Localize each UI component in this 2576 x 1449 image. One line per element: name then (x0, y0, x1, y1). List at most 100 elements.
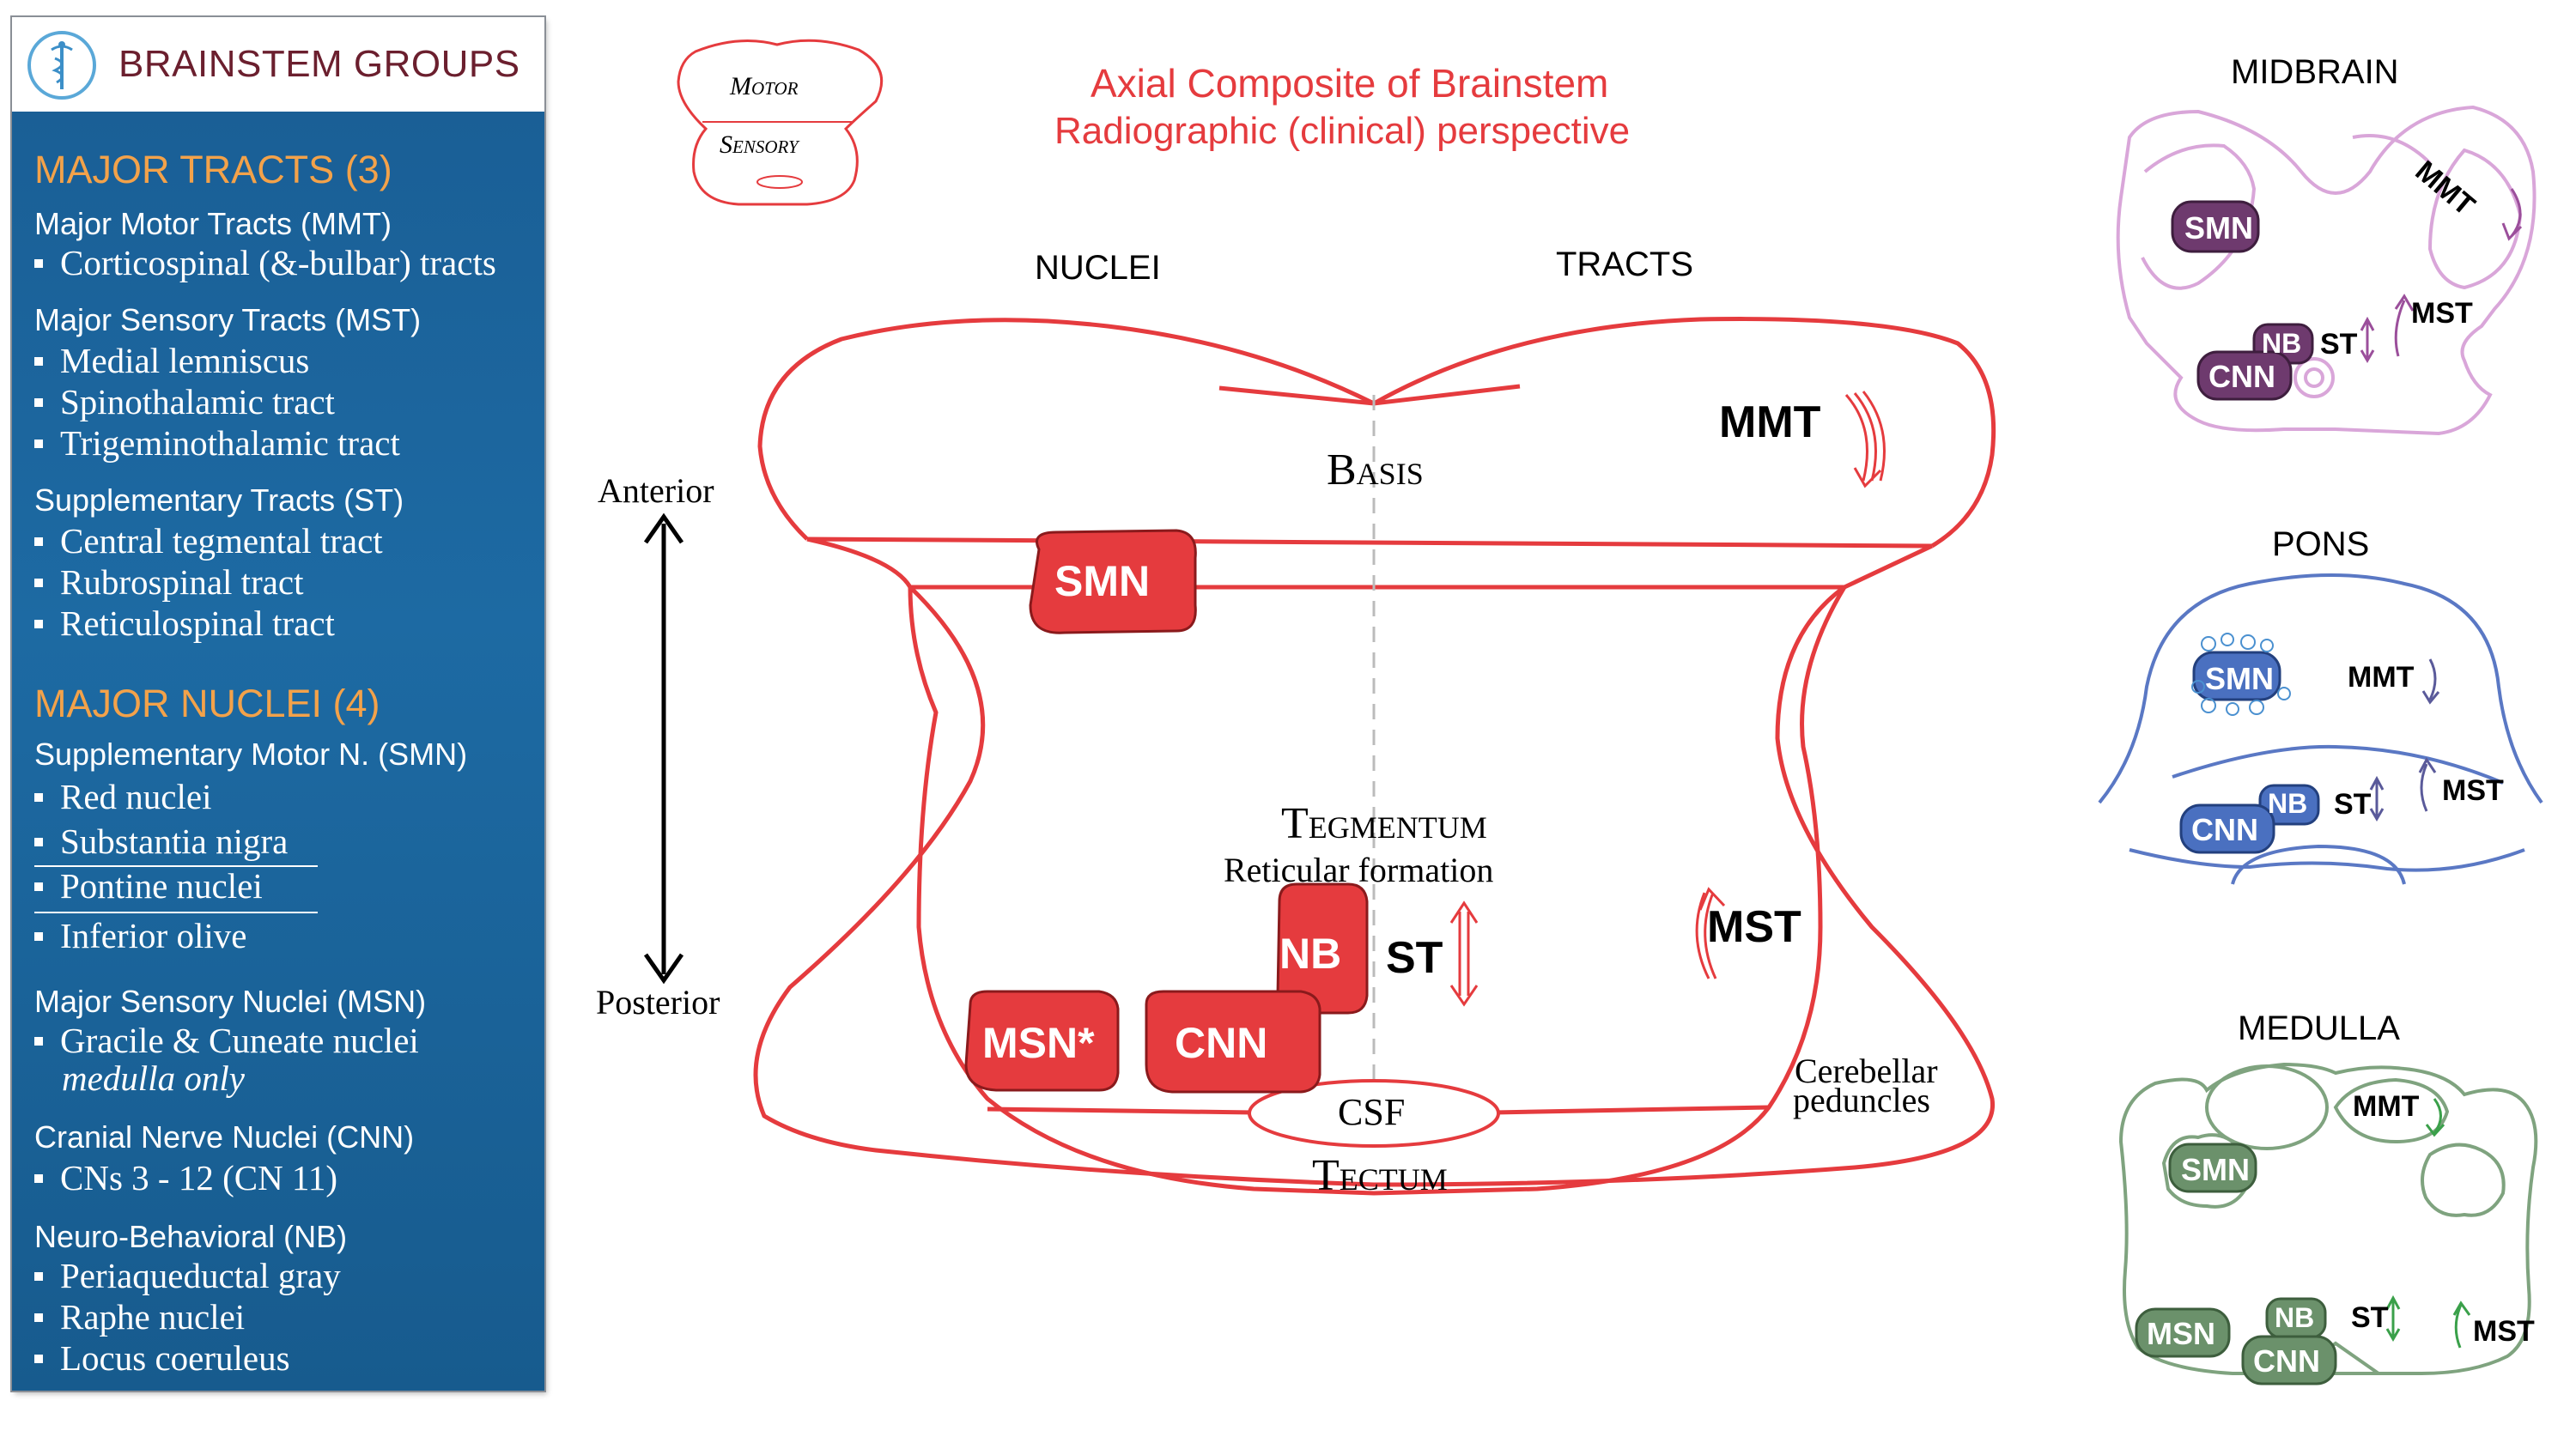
pons-smn-badge (2192, 651, 2281, 701)
medulla-arrows (2385, 1098, 2471, 1349)
mb-nb-label: NB (2262, 328, 2302, 359)
tracts-column-label: TRACTS (1556, 246, 1693, 283)
medulla-badges (2135, 1143, 2337, 1385)
list-item: Spinothalamic tract (34, 381, 335, 422)
tectum-label: Tectum (1312, 1151, 1448, 1200)
st-heading: Supplementary Tracts (ST) (34, 482, 404, 518)
midbrain-badges (2171, 200, 2314, 401)
midbrain-outline (2116, 105, 2537, 436)
pons-outline (2098, 573, 2543, 885)
caduceus-logo-icon (27, 31, 96, 100)
list-item: Substantia nigra (34, 821, 288, 862)
mmt-label: MMT (1719, 397, 1821, 447)
mb-smn-badge (2171, 200, 2260, 253)
nb-badge-label: NB (1279, 930, 1342, 978)
med-smn-badge (2168, 1143, 2257, 1193)
smn-badge-label: SMN (1054, 557, 1151, 605)
ap-arrow-head-top (643, 512, 684, 544)
nb-heading: Neuro-Behavioral (NB) (34, 1219, 348, 1254)
cnn-badge-label: CNN (1175, 1019, 1268, 1067)
sidebar-title: BRAINSTEM GROUPS (118, 43, 520, 85)
mmt-arrow-icon (1844, 391, 1886, 488)
reticular-formation-label: Reticular formation (1224, 851, 1494, 889)
posterior-label: Posterior (596, 983, 720, 1022)
list-item: Gracile & Cuneate nuclei (34, 1020, 419, 1061)
med-st-label: ST (2351, 1301, 2389, 1334)
mst-heading: Major Sensory Tracts (MST) (34, 302, 422, 337)
med-msn-label: MSN (2147, 1316, 2215, 1351)
sidebar-body: MAJOR TRACTS (3) Major Motor Tracts (MMT… (12, 112, 544, 1391)
midbrain-title: MIDBRAIN (2231, 53, 2399, 91)
mst-label: MST (1707, 902, 1801, 952)
tracts-heading: MAJOR TRACTS (3) (34, 148, 392, 191)
med-cnn-label: CNN (2253, 1343, 2320, 1379)
cnn-heading: Cranial Nerve Nuclei (CNN) (34, 1119, 415, 1155)
list-item: Red nuclei (34, 776, 211, 817)
med-cnn-badge (2241, 1335, 2337, 1385)
list-item: Medial lemniscus (34, 340, 309, 381)
pons-cnn-badge (2179, 803, 2275, 854)
mb-cnn-badge (2196, 350, 2293, 401)
legend-sensory-label: Sensory (720, 130, 799, 159)
pons-badges (2179, 651, 2320, 854)
cnn-badge (1145, 990, 1321, 1094)
list-item: Trigeminothalamic tract (34, 422, 400, 464)
mb-mst-label: MST (2411, 297, 2473, 330)
list-item: Raphe nuclei (34, 1296, 245, 1337)
csf-oval (1248, 1079, 1500, 1148)
msn-heading: Major Sensory Nuclei (MSN) (34, 984, 427, 1019)
med-smn-label: SMN (2181, 1152, 2250, 1187)
st-label: ST (1386, 933, 1443, 983)
sidebar-panel: BRAINSTEM GROUPS MAJOR TRACTS (3) Major … (12, 17, 544, 1391)
msn-badge (964, 990, 1120, 1092)
divider (34, 912, 318, 913)
list-item: Reticulospinal tract (34, 603, 335, 644)
mmt-heading: Major Motor Tracts (MMT) (34, 206, 392, 241)
pons-arrows (2369, 658, 2440, 822)
msn-badge-label: MSN* (982, 1019, 1095, 1067)
mb-cnn-label: CNN (2208, 359, 2275, 394)
pons-mst-label: MST (2442, 774, 2504, 807)
nuclei-heading: MAJOR NUCLEI (4) (34, 682, 380, 725)
pons-mmt-label: MMT (2348, 661, 2415, 694)
mb-arrows (2360, 188, 2523, 363)
list-item: CNs 3 - 12 (CN 11) (34, 1157, 337, 1198)
main-badges (964, 529, 1369, 1094)
med-msn-badge (2135, 1307, 2231, 1358)
peduncles-label: peduncles (1793, 1081, 1930, 1119)
st-arrow-icon (1449, 900, 1479, 1007)
csf-label: CSF (1338, 1091, 1406, 1133)
list-item: Locus coeruleus (34, 1337, 290, 1379)
list-item: Pontine nuclei (34, 865, 263, 906)
page-title: Axial Composite of Brainstem (1091, 61, 1609, 106)
legend-csf-oval (756, 175, 803, 189)
med-mmt-label: MMT (2353, 1090, 2420, 1123)
medulla-title: MEDULLA (2238, 1009, 2400, 1047)
tegmentum-label: Tegmentum (1281, 799, 1487, 848)
list-item: Corticospinal (&-bulbar) tracts (34, 242, 496, 283)
cerebellar-label: Cerebellar (1795, 1052, 1938, 1090)
divider (34, 865, 318, 867)
smn-heading: Supplementary Motor N. (SMN) (34, 737, 468, 772)
list-item: Periaqueductal gray (34, 1255, 341, 1296)
mb-st-label: ST (2320, 328, 2358, 361)
ap-arrow-head-bottom (643, 953, 684, 985)
mb-smn-label: SMN (2184, 210, 2253, 246)
list-item: Rubrospinal tract (34, 561, 304, 603)
basis-label: Basis (1327, 446, 1424, 494)
page-subtitle: Radiographic (clinical) perspective (1054, 110, 1631, 152)
pons-smn-label: SMN (2205, 661, 2274, 696)
anterior-label: Anterior (598, 471, 714, 510)
med-mst-label: MST (2473, 1315, 2535, 1348)
pons-nb-label: NB (2268, 788, 2308, 819)
pons-smn-bubbles-icon (2191, 633, 2291, 716)
legend-motor-label: Motor (730, 72, 799, 100)
smn-badge (1029, 529, 1197, 634)
legend-shape (677, 39, 884, 206)
list-item: Central tegmental tract (34, 520, 383, 561)
sidebar-header: BRAINSTEM GROUPS (12, 17, 544, 110)
nuclei-column-label: NUCLEI (1035, 249, 1161, 287)
pons-st-label: ST (2334, 788, 2372, 821)
mst-arrow-icon (1695, 887, 1726, 979)
